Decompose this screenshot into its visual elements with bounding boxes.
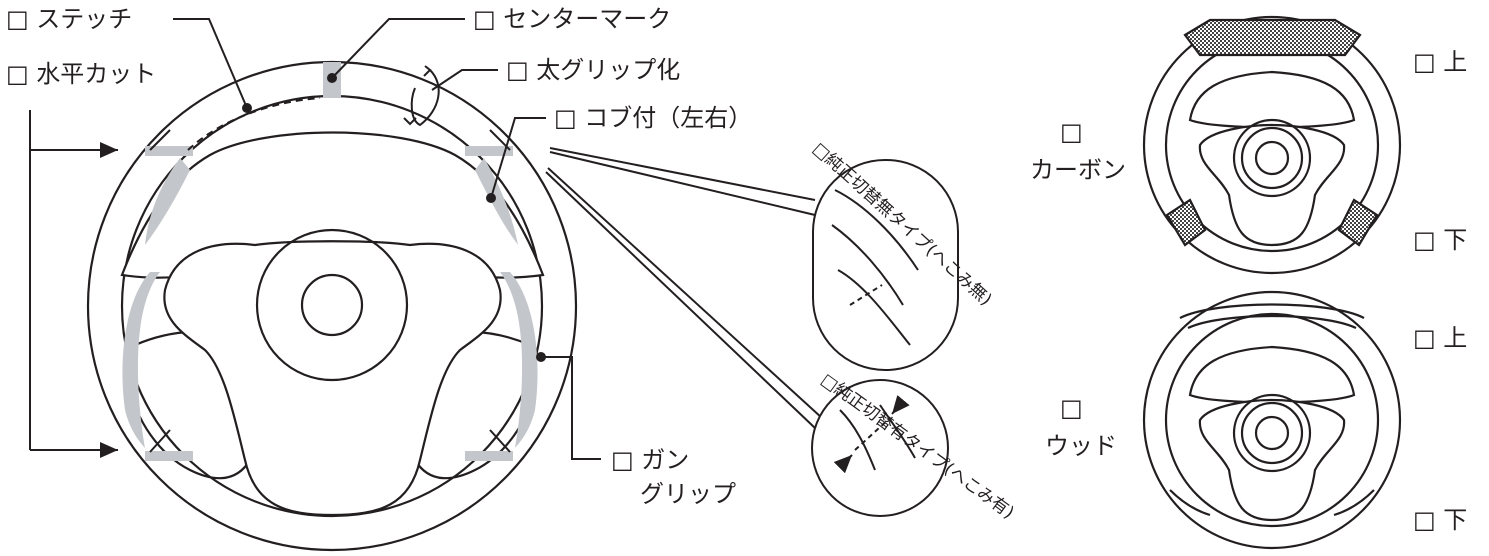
thick-grip-label: □ 太グリップ化 bbox=[506, 56, 680, 84]
gun-grip-label-line2: グリップ bbox=[640, 480, 736, 508]
switch-type-without-detail bbox=[812, 159, 959, 371]
grip-highlights bbox=[122, 62, 538, 461]
wood-steering-wheel bbox=[1142, 290, 1402, 550]
gun-grip-label-line1: □ ガン bbox=[611, 446, 689, 474]
switch-type-with-detail bbox=[811, 379, 949, 517]
kobu-label: □ コブ付（左右） bbox=[554, 104, 752, 132]
thick-grip-spiral-icon bbox=[403, 65, 440, 127]
leader-lines bbox=[29, 18, 823, 460]
wood-lower-label: □ 下 bbox=[1413, 506, 1467, 534]
leader-dots bbox=[242, 73, 546, 362]
carbon-upper-label: □ 上 bbox=[1413, 48, 1467, 76]
carbon-label: カーボン bbox=[1030, 156, 1126, 184]
stitch-dashed-line bbox=[187, 97, 321, 151]
center-mark-label: □ センターマーク bbox=[473, 5, 671, 33]
carbon-steering-wheel bbox=[1142, 15, 1402, 275]
stitch-label: □ ステッチ bbox=[6, 5, 132, 33]
carbon-checkbox: □ bbox=[1060, 118, 1083, 146]
horizontal-cut-label: □ 水平カット bbox=[6, 60, 156, 88]
wood-upper-label: □ 上 bbox=[1413, 324, 1467, 352]
main-steering-wheel bbox=[86, 60, 578, 552]
wood-label: ウッド bbox=[1045, 432, 1117, 460]
wood-checkbox: □ bbox=[1060, 394, 1083, 422]
carbon-lower-label: □ 下 bbox=[1413, 226, 1467, 254]
